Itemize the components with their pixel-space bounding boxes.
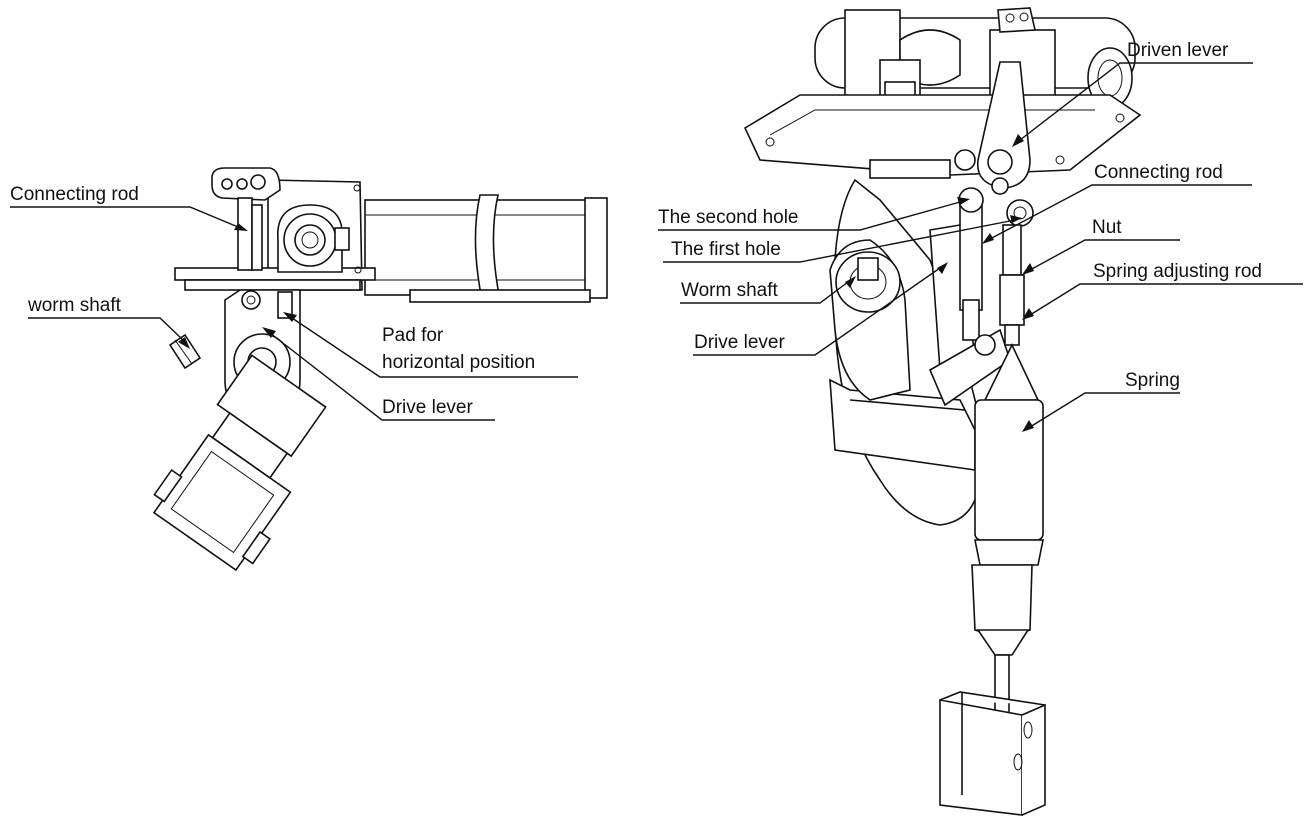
label-left-connecting-rod: Connecting rod — [10, 184, 139, 205]
right-spring-part — [971, 343, 1044, 716]
left-worm-motor — [152, 354, 327, 572]
right-assembly-drawing — [743, 7, 1142, 816]
left-shaft-housing — [364, 194, 608, 303]
left-bearing — [277, 204, 350, 273]
label-right-connecting-rod: Connecting rod — [1094, 162, 1223, 183]
right-driven-lever — [954, 61, 1031, 195]
left-connecting-rod-part — [211, 167, 281, 271]
right-mounting-plate — [743, 94, 1142, 179]
left-worm-shaft-part — [168, 333, 202, 370]
label-right-first-hole: The first hole — [671, 239, 781, 260]
label-right-spring-adjusting-rod: Spring adjusting rod — [1093, 261, 1262, 282]
label-left-pad-line1: Pad for — [382, 325, 444, 346]
leader-lines — [10, 62, 1303, 432]
label-right-driven-lever: Driven lever — [1127, 40, 1229, 61]
right-bottom-bracket — [939, 691, 1046, 816]
left-assembly-drawing — [152, 167, 608, 572]
label-right-worm-shaft: Worm shaft — [681, 280, 779, 301]
label-right-nut: Nut — [1092, 217, 1122, 238]
right-connecting-rod-part — [958, 187, 1034, 356]
label-right-drive-lever: Drive lever — [694, 332, 785, 353]
label-right-second-hole: The second hole — [658, 207, 799, 228]
label-left-drive-lever: Drive lever — [382, 397, 473, 418]
right-adjusting-rod — [999, 224, 1025, 346]
label-left-pad-line2: horizontal position — [382, 352, 535, 373]
label-right-spring: Spring — [1125, 370, 1180, 391]
label-left-worm-shaft: worm shaft — [27, 295, 122, 316]
labels: Connecting rod worm shaft Pad for horizo… — [10, 40, 1262, 418]
